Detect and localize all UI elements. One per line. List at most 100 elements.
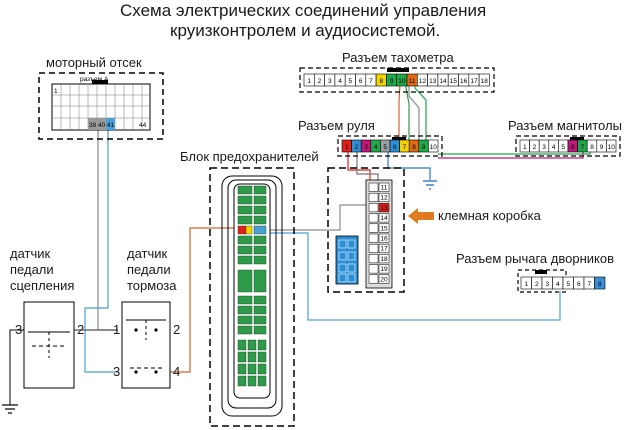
terminal-cell bbox=[378, 243, 390, 253]
wiper-pin-3: 3 bbox=[545, 281, 549, 288]
wire-steering-radio-2 bbox=[438, 152, 591, 155]
wiper-pin-4: 4 bbox=[556, 281, 560, 288]
tachometer-pin-2: 2 bbox=[318, 78, 322, 85]
tachometer-pin-17: 17 bbox=[470, 78, 478, 85]
brake-label-1: датчик bbox=[127, 246, 168, 261]
terminal-cell bbox=[368, 223, 379, 233]
diagram-title-line1: Схема электрических соединений управлени… bbox=[120, 1, 486, 20]
tachometer-pin-13: 13 bbox=[429, 78, 437, 85]
steering-pin-8: 8 bbox=[412, 144, 416, 151]
connector-a-pin-44: 44 bbox=[139, 122, 147, 129]
wiper-pin-2: 2 bbox=[535, 281, 539, 288]
terminal-cell bbox=[368, 203, 379, 213]
clutch-ground-icon bbox=[2, 404, 18, 414]
fuse-block-label: Блок предохранителей bbox=[180, 149, 319, 164]
wire-steering-tacho-2 bbox=[404, 81, 410, 142]
clutch-label-3: сцепления bbox=[10, 278, 74, 293]
steering-pin-4: 4 bbox=[374, 144, 378, 151]
connector-a-pin-38: 38 bbox=[89, 122, 97, 129]
tachometer-pin-3: 3 bbox=[328, 78, 332, 85]
brake-sensor: датчик педали тормоза 1 2 3 4 bbox=[113, 246, 180, 389]
fuse-block: Блок предохранителей bbox=[180, 149, 319, 427]
wire-steering-tacho-3 bbox=[408, 82, 420, 142]
tachometer-pin-15: 15 bbox=[450, 78, 458, 85]
tachometer-pin-8: 8 bbox=[379, 78, 383, 85]
clutch-label-1: датчик bbox=[10, 246, 51, 261]
wiper-pin-7: 7 bbox=[587, 281, 591, 288]
terminal-cell bbox=[378, 264, 390, 274]
brake-pin-4: 4 bbox=[173, 364, 180, 379]
steering-label: Разъем руля bbox=[298, 118, 375, 133]
steering-pin-1: 1 bbox=[345, 144, 349, 151]
tachometer-pin-18: 18 bbox=[481, 78, 489, 85]
connector-a-pin-1: 1 bbox=[54, 88, 58, 95]
connector-a-pin-40: 40 bbox=[98, 122, 106, 129]
brake-label-3: тормоза bbox=[127, 278, 177, 293]
terminal-cell bbox=[378, 274, 390, 284]
tachometer-pin-1: 1 bbox=[307, 78, 311, 85]
terminal-cell bbox=[368, 243, 379, 253]
connector-a: разъем А 1 38 40 41 44 bbox=[51, 76, 151, 131]
radio-pin-2: 2 bbox=[533, 144, 537, 151]
terminal-pin-16: 16 bbox=[380, 236, 388, 243]
radio-pin-5: 5 bbox=[561, 144, 565, 151]
steering-pin-2: 2 bbox=[355, 144, 359, 151]
wiper-pin-6: 6 bbox=[577, 281, 581, 288]
terminal-cell bbox=[378, 254, 390, 264]
radio-pin-9: 9 bbox=[600, 144, 604, 151]
wire-steering-radio-1 bbox=[438, 152, 584, 159]
tachometer-pin-4: 4 bbox=[338, 78, 342, 85]
terminal-cell bbox=[378, 223, 390, 233]
wire-a41-brake bbox=[84, 128, 118, 373]
wire-steering-ground bbox=[387, 152, 431, 180]
radio-pin-7: 7 bbox=[581, 144, 585, 151]
steering-pin-10: 10 bbox=[430, 144, 438, 151]
motor-compartment-boundary bbox=[38, 72, 164, 140]
terminal-cell bbox=[368, 264, 379, 274]
diagram-title-line2: круизконтролем и аудиосистемой. bbox=[170, 21, 440, 40]
clutch-pin-2: 2 bbox=[77, 322, 84, 337]
terminal-pin-15: 15 bbox=[380, 225, 388, 232]
terminal-pin-13: 13 bbox=[380, 205, 388, 212]
terminal-pin-20: 20 bbox=[380, 276, 388, 283]
wire-steering-terminal bbox=[347, 152, 371, 182]
radio-pin-cell bbox=[606, 139, 617, 153]
wire-brake-fuse bbox=[170, 227, 246, 373]
tachometer-pin-cell bbox=[478, 73, 490, 87]
wire-steering-tacho-1 bbox=[398, 81, 401, 142]
wiper-pin-1: 1 bbox=[524, 281, 528, 288]
terminal-cell bbox=[378, 192, 390, 202]
brake-label-2: педали bbox=[127, 262, 171, 277]
connector-a-pin-41: 41 bbox=[107, 122, 115, 129]
wiper-pin-5: 5 bbox=[566, 281, 570, 288]
tachometer-pin-12: 12 bbox=[419, 78, 427, 85]
steering-pin-7: 7 bbox=[403, 144, 407, 151]
terminal-cell bbox=[378, 203, 390, 213]
radio-pin-8: 8 bbox=[590, 144, 594, 151]
radio-pin-6: 6 bbox=[571, 144, 575, 151]
steering-pin-6: 6 bbox=[393, 144, 397, 151]
terminal-pin-11: 11 bbox=[381, 185, 388, 192]
radio-label: Разъем магнитолы bbox=[508, 118, 622, 133]
terminal-cell bbox=[368, 213, 379, 223]
wiper-pin-8: 8 bbox=[598, 281, 602, 288]
clutch-sensor: датчик педали сцепления 3 2 bbox=[2, 246, 84, 414]
radio-pin-3: 3 bbox=[542, 144, 546, 151]
wires bbox=[74, 81, 591, 373]
brake-pin-2: 2 bbox=[173, 322, 180, 337]
wire-steering-terminal-2 bbox=[356, 152, 379, 182]
terminal-pin-14: 14 bbox=[380, 215, 388, 222]
tachometer-pin-14: 14 bbox=[439, 78, 447, 85]
terminal-cell bbox=[368, 182, 379, 192]
steering-pin-3: 3 bbox=[364, 144, 368, 151]
steering-pin-5: 5 bbox=[383, 144, 387, 151]
wire-fuse-wiper bbox=[257, 232, 561, 321]
terminal-cell bbox=[368, 274, 379, 284]
radio-pin-1: 1 bbox=[523, 144, 527, 151]
tachometer-pin-6: 6 bbox=[359, 78, 363, 85]
